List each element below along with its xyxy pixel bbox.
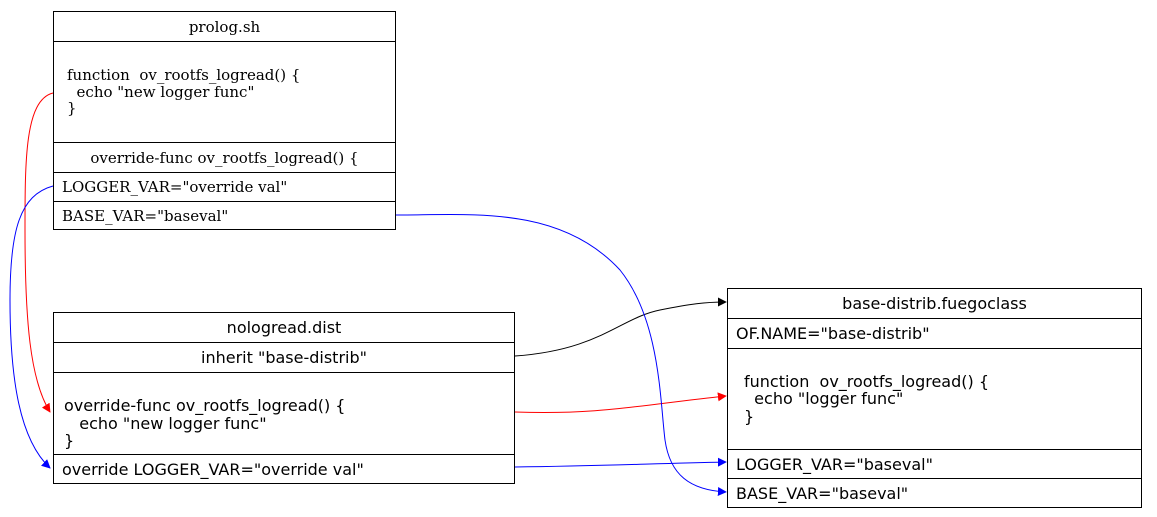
base-distrib-function-line-1: function ov_rootfs_logread() { [744,371,990,391]
nologread-override-line-1: override-func ov_rootfs_logread() { [64,396,346,416]
nologread-title: nologread.dist [226,318,342,337]
base-distrib-node: base-distrib.fuegoclass OF.NAME="base-di… [727,288,1142,508]
edge-override-func-to-base-function [514,392,727,414]
base-distrib-logger-var: LOGGER_VAR="baseval" [728,449,1141,478]
edge-prolog-function-to-override-func [24,92,54,413]
prolog-base-var: BASE_VAR="baseval" [54,201,395,229]
prolog-override-func: override-func ov_rootfs_logread() { [54,142,395,172]
prolog-function-line-3: } [67,99,77,118]
nologread-inherit: inherit "base-distrib" [54,342,514,372]
base-distrib-function-line-2: echo "logger func" [744,389,904,409]
base-distrib-of-name: OF.NAME="base-distrib" [728,318,1141,348]
edge-inherit-to-base-distrib [514,297,727,357]
nologread-override-line-2: echo "new logger func" [64,413,267,433]
prolog-function-line-1: function ov_rootfs_logread() { [67,66,301,85]
base-distrib-function-block: function ov_rootfs_logread() { echo "log… [728,348,1141,449]
nologread-override-logger: override LOGGER_VAR="override val" [54,454,514,483]
nologread-override-block: override-func ov_rootfs_logread() { echo… [54,372,514,454]
nologread-node: nologread.dist inherit "base-distrib" ov… [53,312,515,484]
prolog-node: prolog.sh function ov_rootfs_logread() {… [53,11,396,230]
edge-prolog-logger-to-override-logger [9,185,54,469]
prolog-function-block: function ov_rootfs_logread() { echo "new… [54,41,395,142]
edge-override-logger-to-base-logger [514,457,727,468]
nologread-override-line-3: } [64,431,75,451]
base-distrib-function-line-3: } [744,406,755,426]
base-distrib-title: base-distrib.fuegoclass [842,294,1027,313]
prolog-title: prolog.sh [188,17,261,36]
prolog-function-line-2: echo "new logger func" [67,82,255,101]
prolog-logger-var: LOGGER_VAR="override val" [54,172,395,201]
base-distrib-base-var: BASE_VAR="baseval" [728,478,1141,507]
